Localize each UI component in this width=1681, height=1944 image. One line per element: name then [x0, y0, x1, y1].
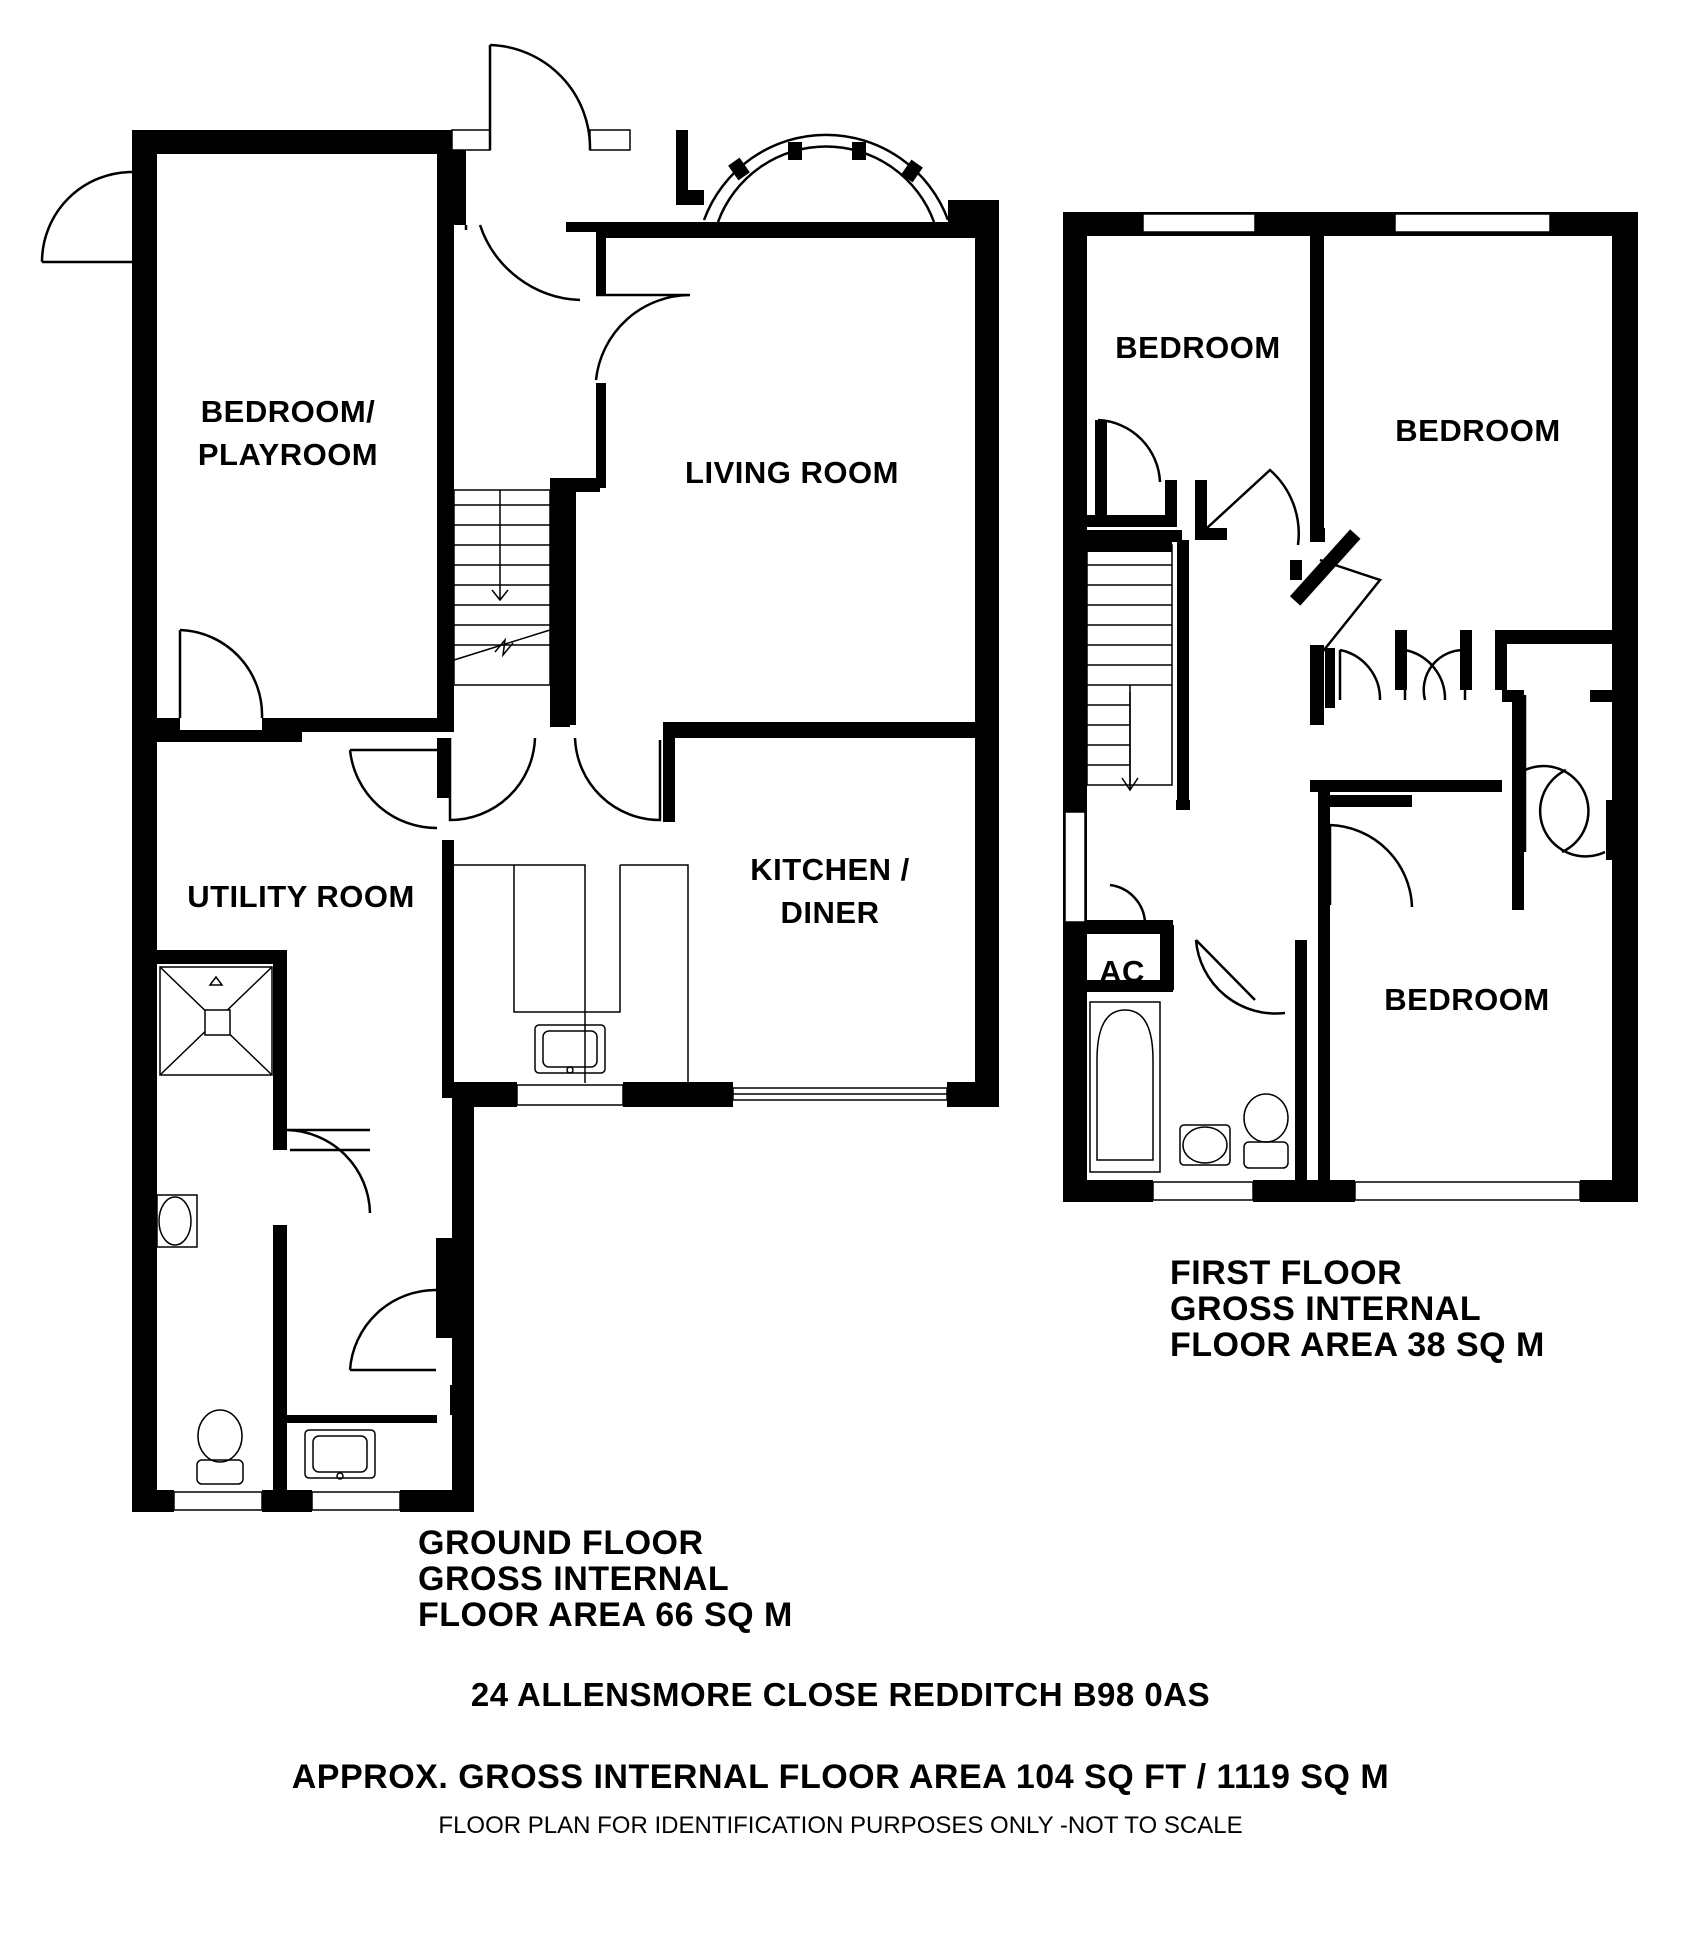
first-floor-area-line3: FLOOR AREA 38 SQ M	[1170, 1326, 1545, 1364]
ground-floor-area-line2: GROSS INTERNAL	[418, 1560, 729, 1598]
utility-fixtures	[156, 952, 376, 1485]
ground-floor-windows	[173, 129, 948, 1511]
first-floor-stairs	[1086, 544, 1173, 792]
label-bedroom-rear: BEDROOM	[1384, 982, 1549, 1017]
label-living-room: LIVING ROOM	[685, 455, 899, 490]
label-bedroom-small: BEDROOM	[1115, 330, 1280, 365]
label-utility-room: UTILITY ROOM	[187, 879, 415, 914]
ground-floor-stairs	[453, 489, 551, 686]
disclaimer: FLOOR PLAN FOR IDENTIFICATION PURPOSES O…	[438, 1812, 1243, 1839]
bathroom-fixtures	[1089, 1001, 1289, 1173]
first-floor-room-labels: BEDROOM BEDROOM BEDROOM AC	[1099, 330, 1560, 1017]
first-floor-area: FIRST FLOOR GROSS INTERNAL FLOOR AREA 38…	[1170, 1254, 1545, 1364]
total-floor-area: APPROX. GROSS INTERNAL FLOOR AREA 104 SQ…	[291, 1758, 1390, 1796]
ground-floor-walls	[132, 130, 999, 1512]
label-kitchen-diner-line1: KITCHEN /	[750, 852, 910, 887]
first-floor-doors	[1096, 418, 1606, 1015]
label-airing-cupboard: AC	[1099, 954, 1145, 989]
kitchen-units	[454, 864, 689, 1083]
label-bedroom-playroom-line1: BEDROOM/	[201, 394, 376, 429]
label-kitchen-diner-line2: DINER	[781, 895, 880, 930]
label-bedroom-large: BEDROOM	[1395, 413, 1560, 448]
bay-window	[702, 133, 950, 223]
first-floor-area-line2: GROSS INTERNAL	[1170, 1290, 1481, 1328]
property-address: 24 ALLENSMORE CLOSE REDDITCH B98 0AS	[470, 1676, 1211, 1713]
ground-floor-doors	[40, 170, 662, 1372]
ground-floor-room-labels: BEDROOM/ PLAYROOM LIVING ROOM UTILITY RO…	[187, 394, 910, 930]
ground-floor-area-line3: FLOOR AREA 66 SQ M	[418, 1596, 793, 1634]
entrance-porch	[464, 43, 691, 381]
first-floor-area-line1: FIRST FLOOR	[1170, 1254, 1402, 1292]
label-bedroom-playroom-line2: PLAYROOM	[198, 437, 378, 472]
ground-floor-area-line1: GROUND FLOOR	[418, 1524, 704, 1562]
ground-floor-plan: BEDROOM/ PLAYROOM LIVING ROOM UTILITY RO…	[40, 43, 999, 1634]
ground-floor-area: GROUND FLOOR GROSS INTERNAL FLOOR AREA 6…	[418, 1524, 793, 1634]
first-floor-windows	[1064, 213, 1581, 1201]
first-floor-plan: BEDROOM BEDROOM BEDROOM AC FIRST FLOOR G…	[1063, 212, 1638, 1364]
